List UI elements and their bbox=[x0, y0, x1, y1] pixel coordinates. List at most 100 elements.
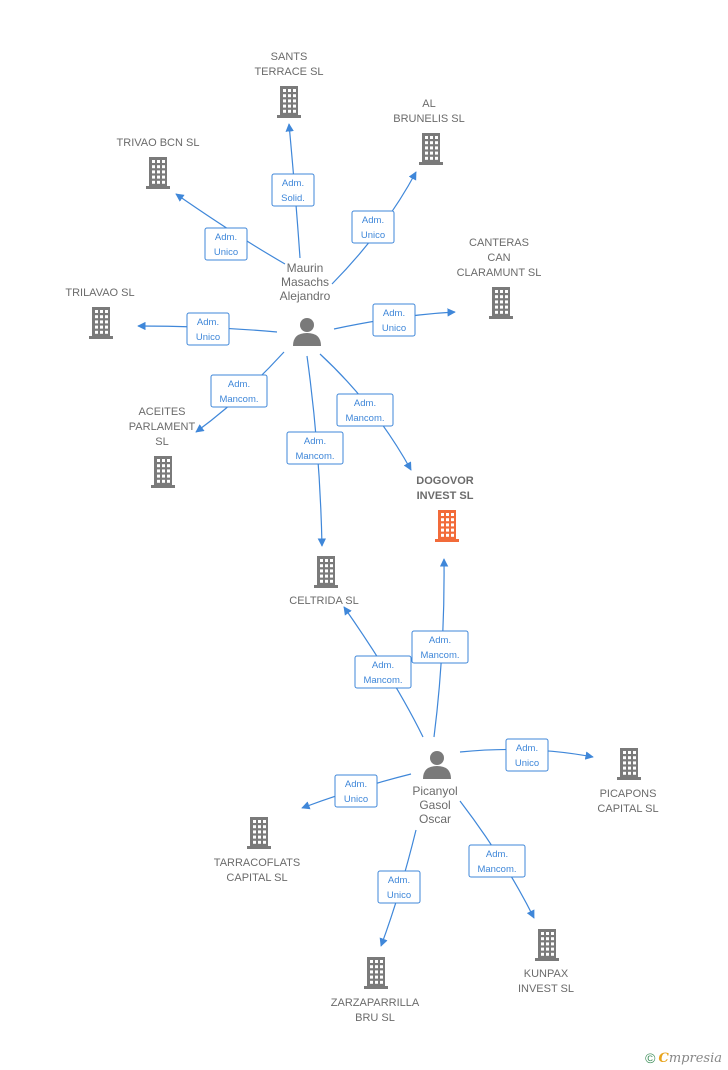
edge-label-picanyol-to-dogovor[interactable]: Adm. Mancom. bbox=[411, 630, 469, 664]
edge-label-text: Adm. bbox=[429, 635, 451, 646]
edge-label-text: Adm. bbox=[304, 436, 326, 447]
edge-label-box[interactable] bbox=[334, 774, 378, 808]
node-label-line: Alejandro bbox=[280, 289, 331, 303]
edge-label-box[interactable] bbox=[377, 870, 421, 904]
edge-label-box[interactable] bbox=[354, 655, 412, 689]
company-node-celtrida[interactable]: CELTRIDA SL bbox=[289, 556, 359, 607]
edge-label-maurin-to-trilavao[interactable]: Adm.Unico bbox=[186, 312, 230, 346]
company-node-picapons[interactable]: PICAPONS CAPITAL SL bbox=[597, 748, 659, 815]
building-icon bbox=[419, 133, 443, 165]
building-icon bbox=[314, 556, 338, 588]
edge-label-picanyol-to-picapons[interactable]: Adm. Unico bbox=[505, 738, 549, 772]
edge-label-box[interactable] bbox=[186, 312, 230, 346]
building-icon bbox=[535, 929, 559, 961]
edge-label-text: Adm. bbox=[388, 875, 410, 886]
edge-label-text: Adm. bbox=[383, 308, 405, 319]
edge-label-box[interactable] bbox=[210, 374, 268, 408]
node-label-line: Gasol bbox=[419, 798, 450, 812]
brand-logo: Cmpresia bbox=[658, 1050, 723, 1066]
node-label-line: AL bbox=[422, 98, 435, 110]
node-label-line: PARLAMENT bbox=[129, 421, 196, 433]
edge-label-box[interactable] bbox=[468, 844, 526, 878]
company-node-brunelis[interactable]: AL BRUNELIS SL bbox=[393, 98, 465, 165]
person-icon bbox=[423, 751, 451, 779]
node-label-line: Oscar bbox=[419, 812, 451, 826]
edge-label-box[interactable] bbox=[351, 210, 395, 244]
node-label-line: SL bbox=[155, 436, 168, 448]
node-label-line: TRILAVAO SL bbox=[65, 287, 134, 299]
edge-label-maurin-to-trivao[interactable]: Adm.Unico bbox=[204, 227, 248, 261]
node-label-line: BRUNELIS SL bbox=[393, 113, 465, 125]
edge-label-text: Mancom. bbox=[363, 675, 402, 686]
building-icon bbox=[151, 456, 175, 488]
node-label-line: CELTRIDA SL bbox=[289, 595, 359, 607]
building-icon-focus bbox=[435, 510, 459, 542]
edge-label-text: Adm. bbox=[215, 232, 237, 243]
edge-label-text: Solid. bbox=[281, 193, 305, 204]
edge-label-maurin-to-sants[interactable]: Adm. Solid. bbox=[271, 173, 315, 207]
node-label-line: INVEST SL bbox=[417, 490, 474, 502]
edge-label-maurin-to-aceites[interactable]: Adm.Mancom. bbox=[210, 374, 268, 408]
edge-label-picanyol-to-zarzaparrilla[interactable]: Adm. Unico bbox=[377, 870, 421, 904]
edge-label-text: Mancom. bbox=[345, 413, 384, 424]
copyright-icon: © bbox=[645, 1050, 656, 1066]
edge-label-box[interactable] bbox=[286, 431, 344, 465]
edge-label-text: Adm. bbox=[354, 398, 376, 409]
edge-label-picanyol-to-celtrida[interactable]: Adm. Mancom. bbox=[354, 655, 412, 689]
edge-label-box[interactable] bbox=[271, 173, 315, 207]
edge-label-text: Adm. bbox=[197, 317, 219, 328]
edge-label-text: Adm. bbox=[362, 215, 384, 226]
edge-label-maurin-to-brunelis[interactable]: Adm. Unico bbox=[351, 210, 395, 244]
company-node-trivao[interactable]: TRIVAO BCN SL bbox=[117, 137, 200, 189]
node-label-line: SANTS bbox=[271, 51, 308, 63]
edge-label-maurin-to-celtrida[interactable]: Adm. Mancom. bbox=[286, 431, 344, 465]
edge-label-text: Unico bbox=[361, 230, 385, 241]
edge-label-text: Adm. bbox=[486, 849, 508, 860]
node-label-line: CLARAMUNT SL bbox=[457, 267, 542, 279]
building-icon bbox=[89, 307, 113, 339]
node-label-line: TERRACE SL bbox=[254, 66, 323, 78]
building-icon bbox=[146, 157, 170, 189]
footer-brand[interactable]: © Cmpresia bbox=[645, 1050, 722, 1066]
edge-label-text: Mancom. bbox=[477, 864, 516, 875]
company-node-zarzaparrilla[interactable]: ZARZAPARRILLA BRU SL bbox=[331, 957, 420, 1024]
edge-label-picanyol-to-kunpax[interactable]: Adm. Mancom. bbox=[468, 844, 526, 878]
node-label-line: CAPITAL SL bbox=[226, 872, 287, 884]
edge-label-text: Unico bbox=[382, 323, 406, 334]
edge-label-text: Mancom. bbox=[295, 451, 334, 462]
node-label-line: PICAPONS bbox=[600, 788, 657, 800]
edge-label-text: Mancom. bbox=[420, 650, 459, 661]
node-label-line: TRIVAO BCN SL bbox=[117, 137, 200, 149]
edge-label-text: Unico bbox=[344, 794, 368, 805]
edge-label-box[interactable] bbox=[204, 227, 248, 261]
edge-label-box[interactable] bbox=[411, 630, 469, 664]
edge-label-text: Adm. bbox=[282, 178, 304, 189]
node-label-line: ACEITES bbox=[138, 406, 185, 418]
company-node-trilavao[interactable]: TRILAVAO SL bbox=[65, 287, 135, 339]
edge-label-text: Adm. bbox=[372, 660, 394, 671]
edge-label-text: Unico bbox=[515, 758, 539, 769]
edge-label-text: Unico bbox=[387, 890, 411, 901]
node-label-line: KUNPAX bbox=[524, 968, 569, 980]
edge-label-maurin-to-canteras[interactable]: Adm. Unico bbox=[372, 303, 416, 337]
edge-label-box[interactable] bbox=[372, 303, 416, 337]
edge-label-maurin-to-dogovor[interactable]: Adm. Mancom. bbox=[336, 393, 394, 427]
edge-label-picanyol-to-tarracoflats[interactable]: Adm.Unico bbox=[334, 774, 378, 808]
edge-label-text: Adm. bbox=[516, 743, 538, 754]
company-node-sants[interactable]: SANTS TERRACE SL bbox=[254, 51, 324, 118]
node-label-line: BRU SL bbox=[355, 1012, 395, 1024]
node-label-line: Picanyol bbox=[412, 784, 457, 798]
node-label-line: CAPITAL SL bbox=[597, 803, 658, 815]
edge-label-box[interactable] bbox=[505, 738, 549, 772]
company-node-aceites[interactable]: ACEITES PARLAMENT SL bbox=[129, 406, 196, 488]
edge-label-box[interactable] bbox=[336, 393, 394, 427]
node-label-line: ZARZAPARRILLA bbox=[331, 997, 420, 1009]
node-label-line: CANTERAS bbox=[469, 237, 529, 249]
